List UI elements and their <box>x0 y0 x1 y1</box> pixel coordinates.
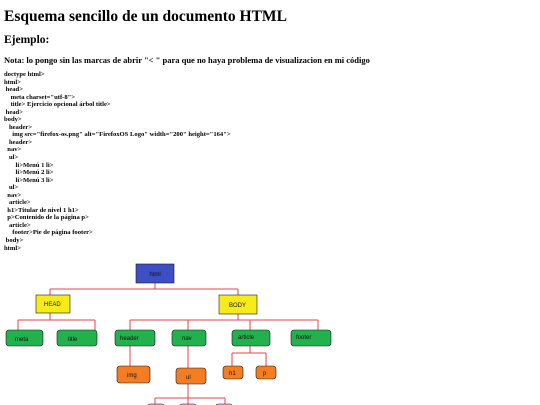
code-line: header> <box>4 138 33 146</box>
code-line: meta charset="utf-8"> <box>4 93 76 101</box>
code-line: html> <box>4 244 21 252</box>
node-footer-label: footer <box>296 335 311 341</box>
node-html-label: html <box>149 272 160 278</box>
node-img: img <box>116 365 151 384</box>
code-line: ul> <box>4 154 19 162</box>
code-block: doctype html> html> head> meta charset="… <box>4 71 231 252</box>
node-meta-label: meta <box>15 337 29 343</box>
node-body: BODY <box>218 294 258 315</box>
node-head-label: HEAD <box>44 302 61 308</box>
node-h1: h1 <box>222 365 244 380</box>
node-head: HEAD <box>35 294 71 314</box>
note-paragraph: Nota: lo pongo sin las marcas de abrir "… <box>4 55 370 65</box>
code-line: body> <box>4 237 24 245</box>
code-line: head> <box>4 108 23 116</box>
code-line: article> <box>4 199 31 207</box>
code-line: doctype html> <box>4 71 45 78</box>
node-body-label: BODY <box>229 303 246 309</box>
code-line: html> <box>4 78 21 86</box>
code-line: nav> <box>4 146 22 154</box>
node-nav-label: nav <box>182 336 192 342</box>
node-html: html <box>135 263 175 284</box>
node-ul-label: ul <box>186 375 191 381</box>
node-article: article <box>231 329 271 347</box>
code-line: li>Menú 2 li> <box>4 169 54 177</box>
node-header-label: header <box>120 336 139 342</box>
page-title: Esquema sencillo de un documento HTML <box>4 8 287 25</box>
node-title: title <box>56 329 98 347</box>
node-p-label: p <box>263 371 267 377</box>
code-line: li>Menú 3 li> <box>4 176 54 184</box>
code-line: title> Ejercicio opcional árbol title> <box>4 101 111 109</box>
code-line: head> <box>4 86 23 94</box>
node-header: header <box>114 329 156 347</box>
code-line: ul> <box>4 184 19 192</box>
node-footer: footer <box>290 329 332 347</box>
code-line: li>Menú 1 li> <box>4 161 54 169</box>
code-line: article> <box>4 221 31 229</box>
code-line: img src="firefox-os.png" alt="FirefoxOS … <box>4 131 231 139</box>
node-p: p <box>255 365 277 380</box>
code-line: nav> <box>4 191 22 199</box>
node-h1-label: h1 <box>229 371 236 377</box>
node-meta: meta <box>5 329 44 347</box>
node-nav: nav <box>171 329 207 347</box>
node-title-label: title <box>68 337 78 343</box>
tree-connectors <box>17 283 319 404</box>
node-img-label: img <box>127 373 137 379</box>
example-heading: Ejemplo: <box>4 34 50 46</box>
code-line: header> <box>4 123 33 131</box>
code-line: h1>Titular de nivel 1 h1> <box>4 206 79 214</box>
node-article-label: article <box>238 335 255 341</box>
code-line: p>Contenido de la página p> <box>4 214 89 222</box>
dom-tree-diagram: html HEAD BODY meta title header nav art… <box>5 263 332 405</box>
node-ul: ul <box>175 367 207 385</box>
code-line: body> <box>4 116 22 124</box>
code-line: footer>Pie de página footer> <box>4 229 93 237</box>
